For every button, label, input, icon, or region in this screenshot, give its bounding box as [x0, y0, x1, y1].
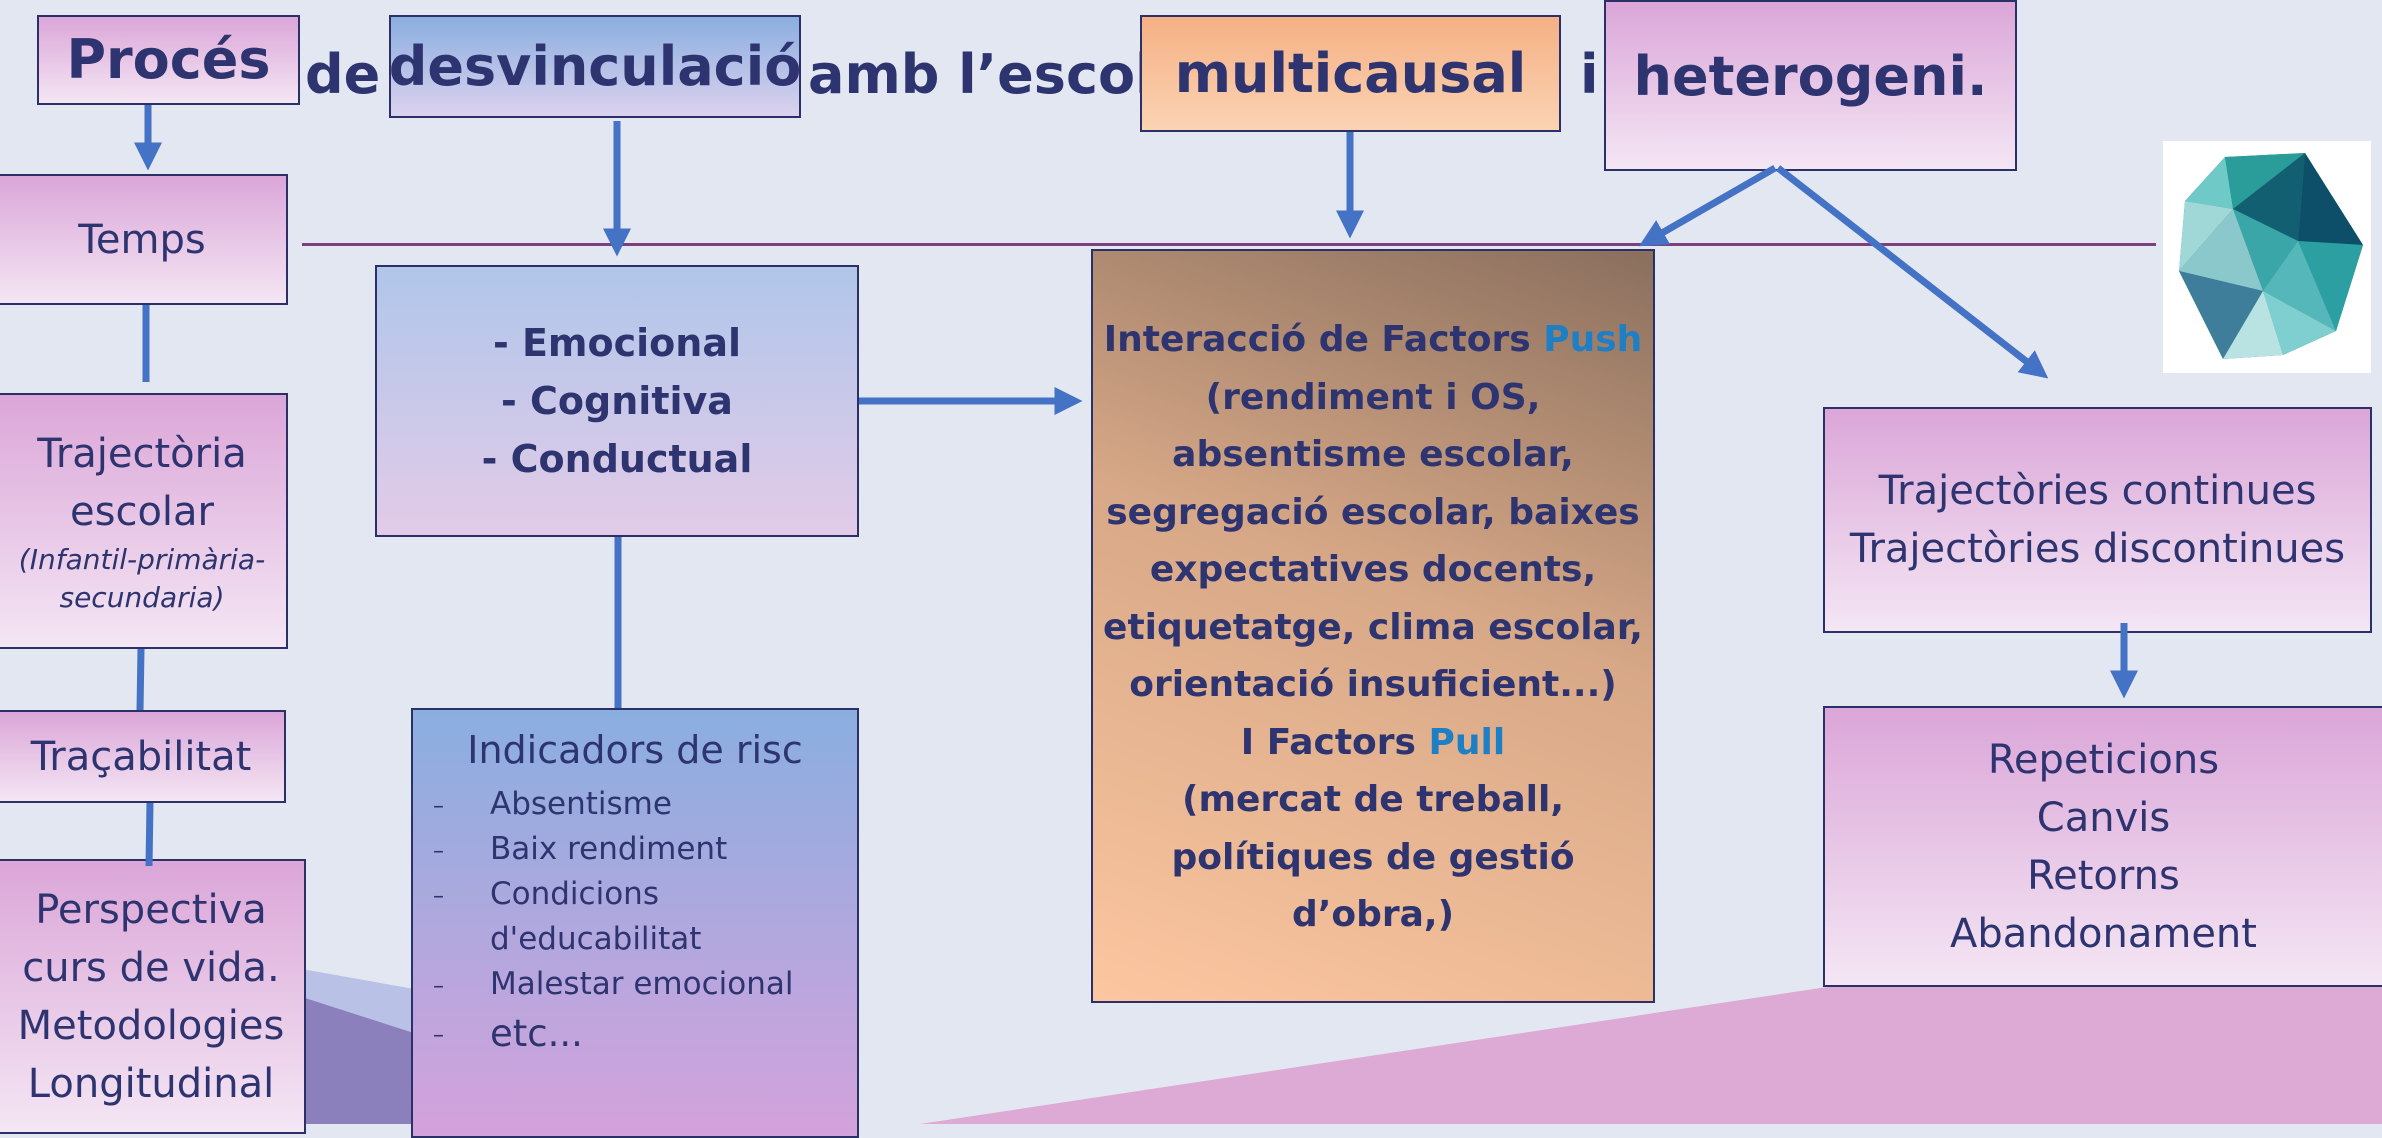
- pull-line-1: (mercat de treball,: [1181, 779, 1565, 820]
- dimension-cognitiva: - Cognitiva: [501, 379, 733, 423]
- push-line-4: expectatives docents,: [1149, 549, 1597, 590]
- factors-pull-prefix: I Factors: [1240, 721, 1416, 763]
- perspectiva-line-2: curs de vida.: [22, 945, 280, 991]
- pull-line-2: polítiques de gestió: [1171, 836, 1575, 878]
- pull-line-3: d’obra,): [1291, 894, 1455, 935]
- indicador-item: Condicions: [433, 872, 857, 919]
- perspectiva-line-1: Perspectiva: [35, 887, 267, 933]
- factors-push-prefix: Interacció de Factors: [1103, 319, 1531, 360]
- title-word-multicausal-box: multicausal: [1140, 15, 1561, 132]
- indicador-item: Baix rendiment: [433, 827, 857, 874]
- title-word-heterogeni-box: heterogeni.: [1604, 0, 2017, 171]
- title-word-i: i: [1580, 43, 1599, 106]
- trajectories-continues: Trajectòries continues: [1878, 468, 2317, 514]
- trajectories-box: Trajectòries continues Trajectòries disc…: [1823, 407, 2372, 633]
- push-line-1: (rendiment i OS,: [1205, 376, 1541, 418]
- temps-label: Temps: [78, 216, 206, 263]
- factors-push-pull-box: Interacció de Factors Push (rendiment i …: [1091, 249, 1655, 1003]
- indicador-item: Absentisme: [433, 782, 857, 829]
- factors-push-heading: Interacció de Factors Push: [1104, 311, 1643, 369]
- indicador-item: Malestar emocional: [433, 962, 857, 1009]
- dimension-conductual: - Conductual: [481, 437, 753, 481]
- title-word-de: de: [305, 43, 381, 106]
- indicador-item-continuation: d'educabilitat: [490, 921, 702, 957]
- title-word-proces: Procés: [66, 28, 271, 91]
- perspectiva-line-3: Metodologies: [17, 1003, 285, 1049]
- tracabilitat-label: Traçabilitat: [30, 733, 252, 780]
- trajectoria-label-line2: escolar: [70, 489, 214, 535]
- tracabilitat-box: Traçabilitat: [0, 710, 286, 803]
- temps-box: Temps: [0, 174, 288, 305]
- trajectoria-sub-line2: secundaria): [59, 581, 225, 614]
- title-word-multicausal: multicausal: [1174, 41, 1527, 105]
- factors-pull-heading: I Factors Pull: [1241, 714, 1505, 772]
- title-word-proces-box: Procés: [37, 15, 300, 105]
- outcome-canvis: Canvis: [2036, 794, 2171, 841]
- title-word-desvinculacio-box: desvinculació: [389, 15, 801, 118]
- title-word-desvinculacio: desvinculació: [388, 34, 802, 98]
- indicadors-list: Absentisme Baix rendiment Condicions d'e…: [413, 782, 857, 1063]
- timeline-rule: [302, 243, 2156, 246]
- trajectoria-label-line1: Trajectòria: [37, 431, 247, 477]
- trajectories-discontinues: Trajectòries discontinues: [1849, 526, 2346, 572]
- perspectiva-box: Perspectiva curs de vida. Metodologies L…: [0, 859, 306, 1134]
- polyhedron-icon: [2163, 141, 2371, 373]
- dimension-emocional: - Emocional: [492, 321, 742, 365]
- factors-pull-accent: Pull: [1428, 721, 1506, 763]
- outcome-retorns: Retorns: [2027, 852, 2180, 899]
- indicadors-risc-box: Indicadors de risc Absentisme Baix rendi…: [411, 708, 859, 1138]
- factors-push-accent: Push: [1543, 319, 1643, 360]
- indicadors-title: Indicadors de risc: [467, 728, 803, 772]
- title-word-heterogeni: heterogeni.: [1633, 45, 1988, 108]
- outcomes-box: Repeticions Canvis Retorns Abandonament: [1823, 706, 2382, 987]
- push-line-3: segregació escolar, baixes: [1106, 491, 1640, 533]
- trajectoria-escolar-box: Trajectòria escolar (Infantil-primària- …: [0, 393, 288, 649]
- dimensions-box: - Emocional - Cognitiva - Conductual: [375, 265, 859, 537]
- trajectoria-sub-line1: (Infantil-primària-: [18, 543, 266, 576]
- outcome-abandonament: Abandonament: [1950, 910, 2257, 957]
- push-line-6: orientació insuficient...): [1129, 664, 1617, 705]
- perspectiva-line-4: Longitudinal: [27, 1061, 275, 1107]
- outcome-repeticions: Repeticions: [1987, 736, 2220, 783]
- push-line-5: etiquetatge, clima escolar,: [1103, 606, 1643, 648]
- push-line-2: absentisme escolar,: [1172, 434, 1574, 475]
- indicador-item: etc...: [433, 1007, 857, 1063]
